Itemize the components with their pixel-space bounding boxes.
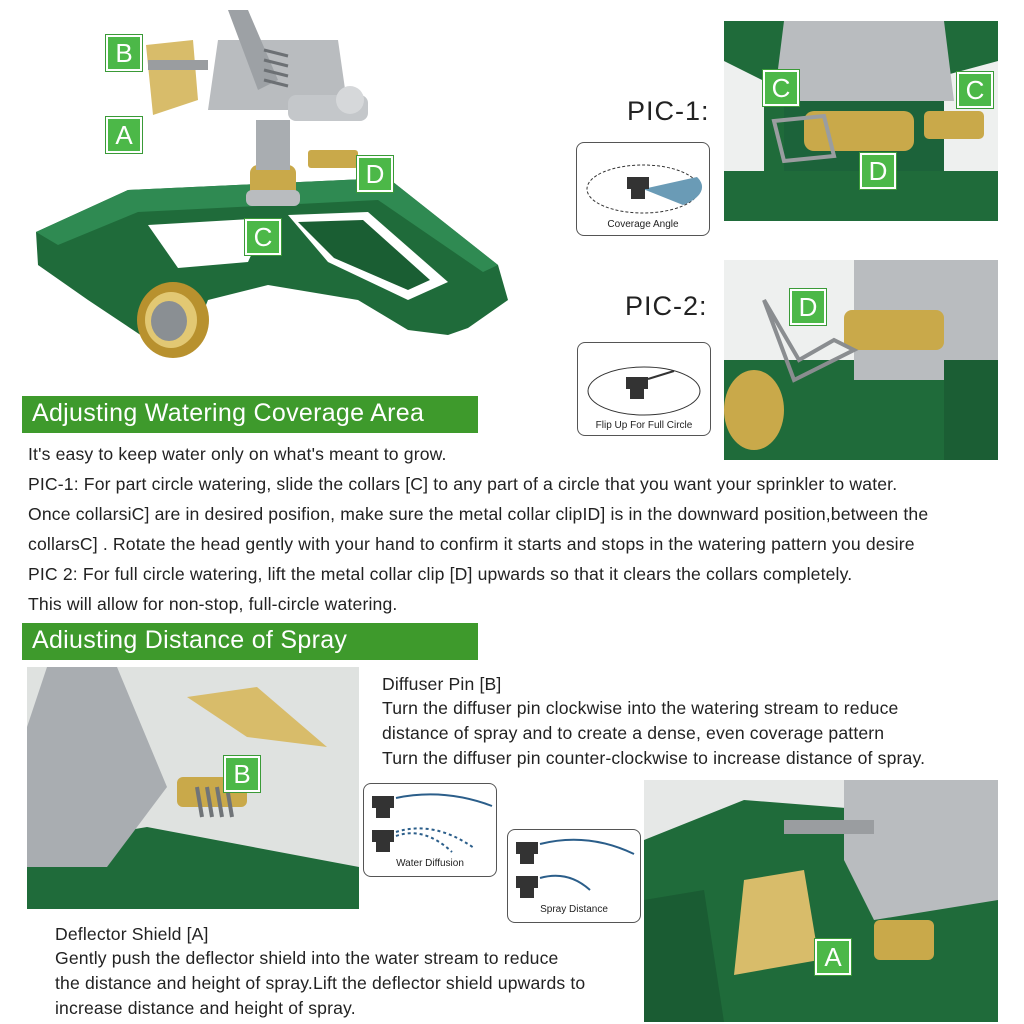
spray-distance-icon — [516, 838, 635, 898]
coverage-angle-card: Coverage Angle — [576, 142, 710, 236]
diffuser-line-2: distance of spray and to create a dense,… — [382, 723, 885, 743]
pic1-label-c-left: C — [763, 70, 799, 106]
diffuser-line-1: Turn the diffuser pin clockwise into the… — [382, 698, 899, 718]
spray-distance-caption: Spray Distance — [540, 904, 608, 915]
distance-heading: Adiusting Distance of Spray — [32, 626, 348, 654]
pic1-label: PIC-1: — [627, 96, 710, 126]
pic2-label-d: D — [790, 289, 826, 325]
pic2-label: PIC-2: — [625, 291, 708, 321]
coverage-line-6: This will allow for non-stop, full-circl… — [28, 594, 398, 614]
label-c-badge: C — [245, 219, 281, 255]
coverage-angle-icon — [586, 164, 703, 214]
distance-heading-bar: Adiusting Distance of Spray — [22, 623, 478, 660]
sprinkler-icon — [36, 10, 508, 358]
spray-distance-card: Spray Distance — [507, 829, 641, 923]
deflector-line-2: the distance and height of spray.Lift th… — [55, 973, 586, 993]
pic2-photo — [724, 260, 998, 460]
full-circle-icon — [587, 366, 701, 416]
coverage-heading-bar: Adjusting Watering Coverage Area — [22, 396, 478, 433]
coverage-angle-caption: Coverage Angle — [607, 219, 679, 230]
pic1-label-d: D — [860, 153, 896, 189]
label-a-badge: A — [106, 117, 142, 153]
coverage-line-3: Once collarsiC] are in desired posifion,… — [28, 504, 929, 524]
diffuser-line-3: Turn the diffuser pin counter-clockwise … — [382, 748, 926, 768]
full-circle-card: Flip Up For Full Circle — [577, 342, 711, 436]
coverage-line-2: PIC-1: For part circle watering, slide t… — [28, 474, 898, 494]
pic1-label-c-right: C — [957, 72, 993, 108]
coverage-line-1: It's easy to keep water only on what's m… — [28, 444, 447, 464]
pic1-photo — [724, 21, 998, 221]
diffuser-label-b: B — [224, 756, 260, 792]
sprinkler-product-image — [28, 0, 528, 390]
label-d-badge: D — [357, 156, 393, 192]
water-diffusion-icon — [372, 793, 493, 853]
water-diffusion-caption: Water Diffusion — [396, 858, 464, 869]
full-circle-caption: Flip Up For Full Circle — [595, 420, 693, 431]
deflector-line-3: increase distance and height of spray. — [55, 998, 356, 1018]
diffuser-pin-photo — [27, 667, 359, 909]
deflector-label-a: A — [815, 939, 851, 975]
diffuser-title: Diffuser Pin [B] — [382, 674, 502, 694]
coverage-line-4: collarsC] . Rotate the head gently with … — [28, 534, 915, 554]
water-diffusion-card: Water Diffusion — [363, 783, 497, 877]
deflector-shield-photo — [644, 780, 998, 1022]
deflector-title: Deflector Shield [A] — [55, 924, 209, 944]
deflector-line-1: Gently push the deflector shield into th… — [55, 948, 559, 968]
label-b-badge: B — [106, 35, 142, 71]
coverage-line-5: PIC 2: For full circle watering, lift th… — [28, 564, 853, 584]
coverage-heading: Adjusting Watering Coverage Area — [32, 399, 425, 427]
